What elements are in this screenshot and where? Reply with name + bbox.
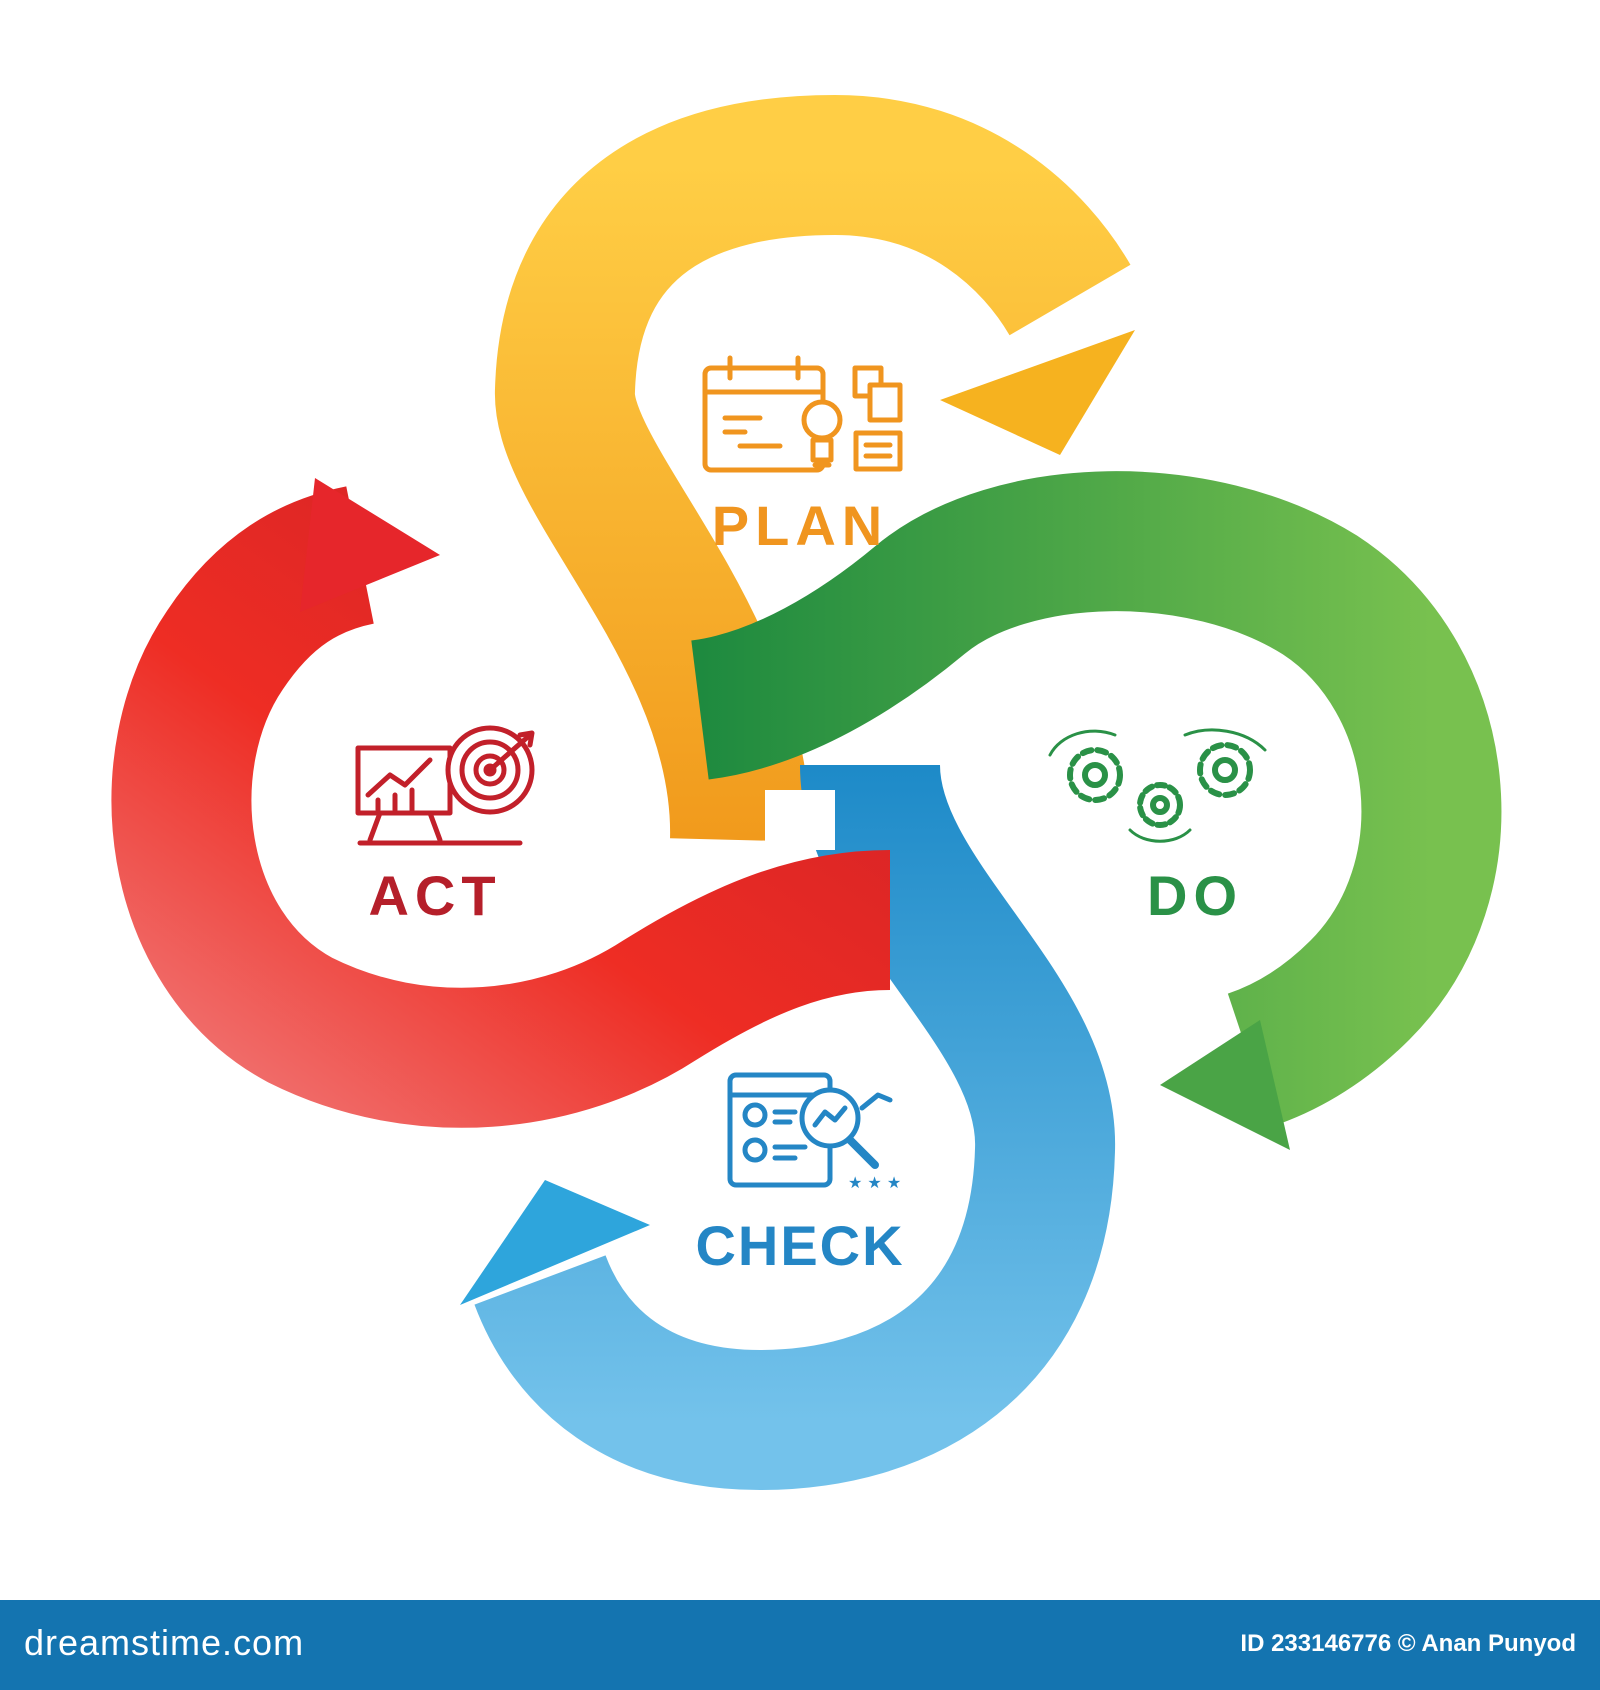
act-arrow-head <box>300 478 440 612</box>
plan-arrow <box>495 94 1135 842</box>
check-arrow-head <box>460 1180 650 1305</box>
gears-icon <box>1048 728 1267 843</box>
presentation-target-icon <box>355 725 535 846</box>
calendar-lightbulb-notes-icon <box>702 355 903 473</box>
svg-text:★ ★ ★: ★ ★ ★ <box>848 1173 901 1192</box>
plan-arrow-head <box>940 330 1135 455</box>
do-label: DO <box>1147 864 1243 927</box>
plan-arrow-band <box>495 94 1131 842</box>
footer-bar: dreamstime.com ID 233146776 © Anan Punyo… <box>0 1600 1600 1690</box>
do-arrow-band <box>689 471 1502 1127</box>
do-arrow <box>689 471 1502 1150</box>
check-arrow <box>460 761 1115 1491</box>
act-label: ACT <box>368 864 501 927</box>
check-arrow-band <box>474 761 1115 1491</box>
footer-credit: ID 233146776 © Anan Punyod <box>1240 1630 1576 1657</box>
pdca-cycle-diagram: PLAN DO ★ ★ ★ CHECK <box>111 94 1502 1491</box>
do-arrow-head <box>1160 1020 1290 1150</box>
report-magnifier-icon: ★ ★ ★ <box>727 1072 901 1192</box>
act-arrow-band <box>111 486 892 1128</box>
plan-label: PLAN <box>712 494 888 557</box>
act-arrow <box>111 478 892 1128</box>
center-gap <box>765 790 835 850</box>
check-label: CHECK <box>695 1214 904 1277</box>
footer-site-logo: dreamstime.com <box>24 1622 305 1663</box>
